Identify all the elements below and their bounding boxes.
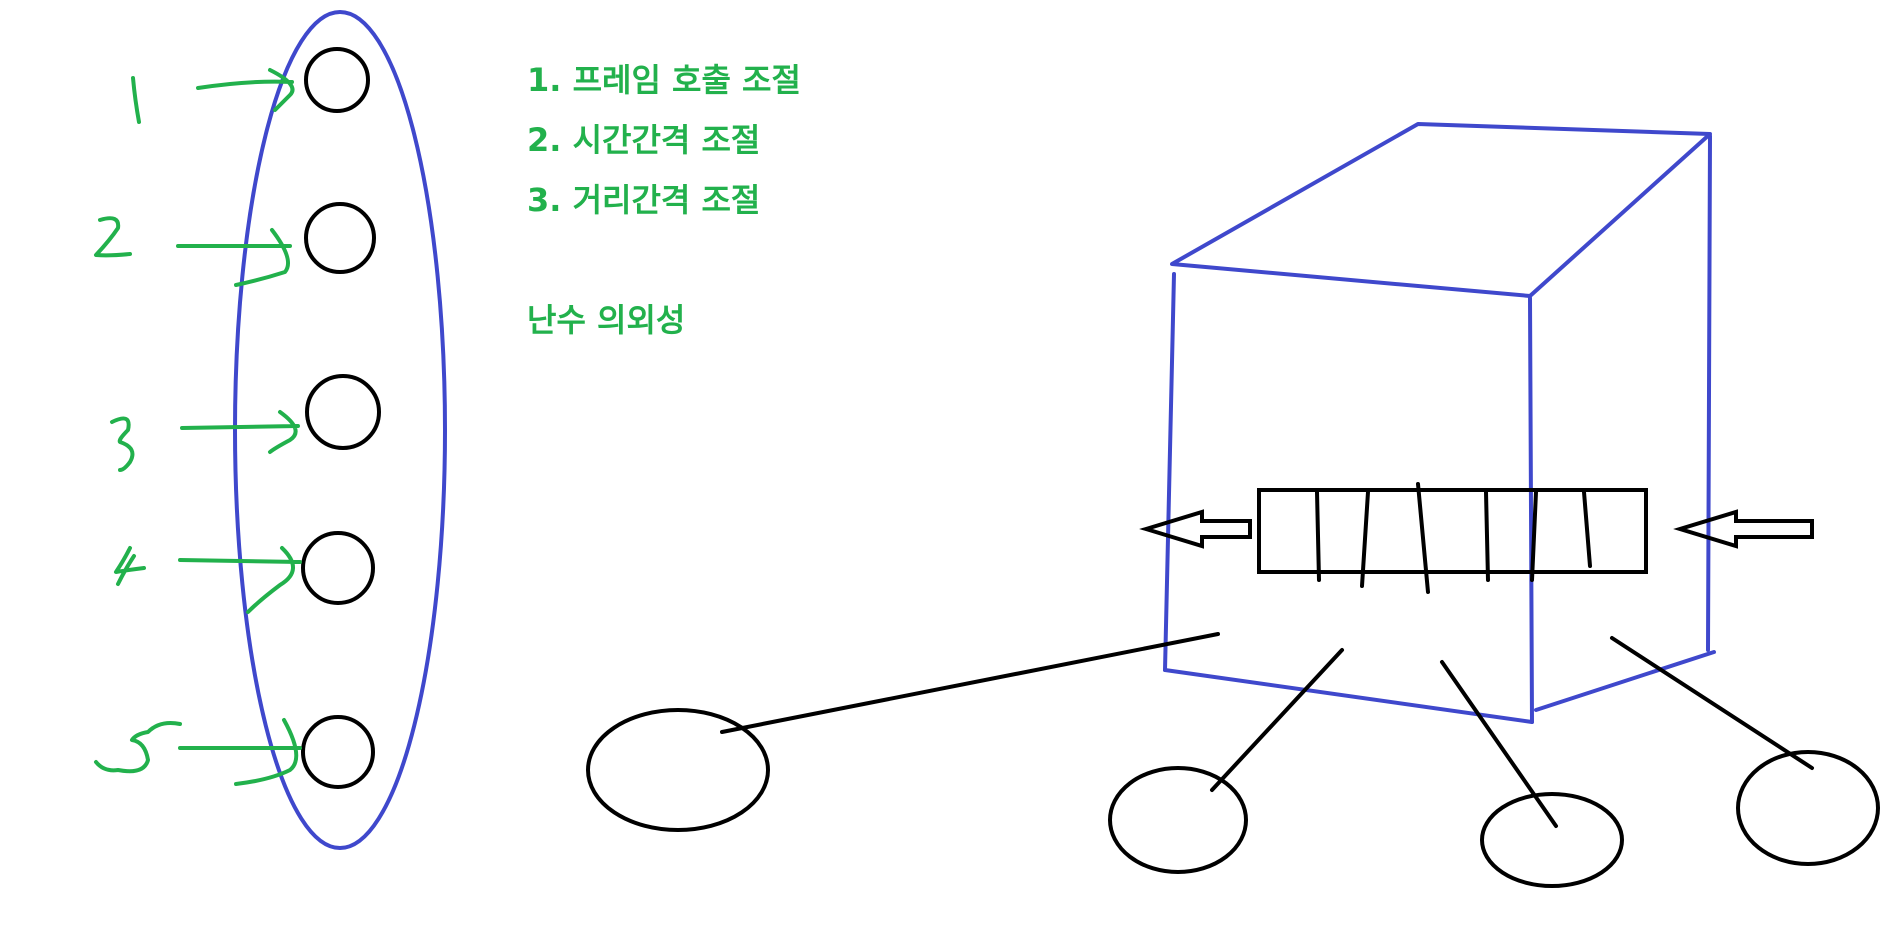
hand-number-1: 1 xyxy=(131,76,141,124)
cube-front-right-edge xyxy=(1528,296,1534,724)
note-spacer xyxy=(527,230,801,290)
node-circle-4 xyxy=(301,531,375,605)
output-ellipse-1 xyxy=(586,708,770,832)
group-ellipse xyxy=(233,10,447,850)
output-group xyxy=(586,632,1880,888)
cube-top-face xyxy=(1170,122,1712,298)
buffer-slot-2 xyxy=(1360,490,1370,588)
output-line-3 xyxy=(1440,660,1558,828)
notes-block: 1. 프레임 호출 조절 2. 시간간격 조절 3. 거리간격 조절 난수 의외… xyxy=(527,50,801,350)
output-line-2 xyxy=(1210,648,1344,792)
node-circle-1 xyxy=(304,47,370,113)
note-item-3: 3. 거리간격 조절 xyxy=(527,181,761,219)
output-ellipse-4 xyxy=(1736,750,1880,866)
arrow-4 xyxy=(178,546,302,614)
buffer-slot-1 xyxy=(1315,490,1321,582)
node-circle-5 xyxy=(301,715,375,789)
arrow-5 xyxy=(178,718,302,786)
hand-number-2: 2 xyxy=(94,216,132,258)
buffer-slot-3 xyxy=(1416,482,1430,594)
buffer-slot-4 xyxy=(1484,490,1490,582)
arrow-3 xyxy=(180,410,300,454)
buffer-slot-5 xyxy=(1530,490,1538,582)
note-item-2: 2. 시간간격 조절 xyxy=(527,121,761,159)
arrow-2 xyxy=(176,228,292,287)
arrow-out-left xyxy=(1139,509,1252,549)
arrow-in-right xyxy=(1673,509,1814,549)
buffer-group xyxy=(1257,482,1648,594)
arrow-1 xyxy=(196,68,295,112)
buffer-rect xyxy=(1257,488,1648,574)
note-random: 난수 의외성 xyxy=(527,301,686,339)
cube-bottom-front-edge xyxy=(1163,668,1534,724)
node-circle-2 xyxy=(304,202,376,274)
cube-front-left-edge xyxy=(1163,272,1176,672)
cube-group xyxy=(1163,122,1716,724)
hand-number-5: 5 xyxy=(94,721,182,774)
note-item-1: 1. 프레임 호출 조절 xyxy=(527,61,801,99)
node-circle-3 xyxy=(305,374,381,450)
output-ellipse-3 xyxy=(1480,792,1624,888)
hand-number-4: 4 xyxy=(114,546,146,586)
cube-bottom-right-edge xyxy=(1534,650,1716,712)
output-line-4 xyxy=(1610,636,1814,770)
sequence-group: 1 2 3 4 5 xyxy=(94,10,447,850)
output-ellipse-2 xyxy=(1108,766,1248,874)
hand-number-3: 3 xyxy=(110,416,135,472)
output-line-1 xyxy=(720,632,1220,734)
cube-back-right-edge xyxy=(1706,134,1712,652)
buffer-slot-6 xyxy=(1582,490,1592,568)
